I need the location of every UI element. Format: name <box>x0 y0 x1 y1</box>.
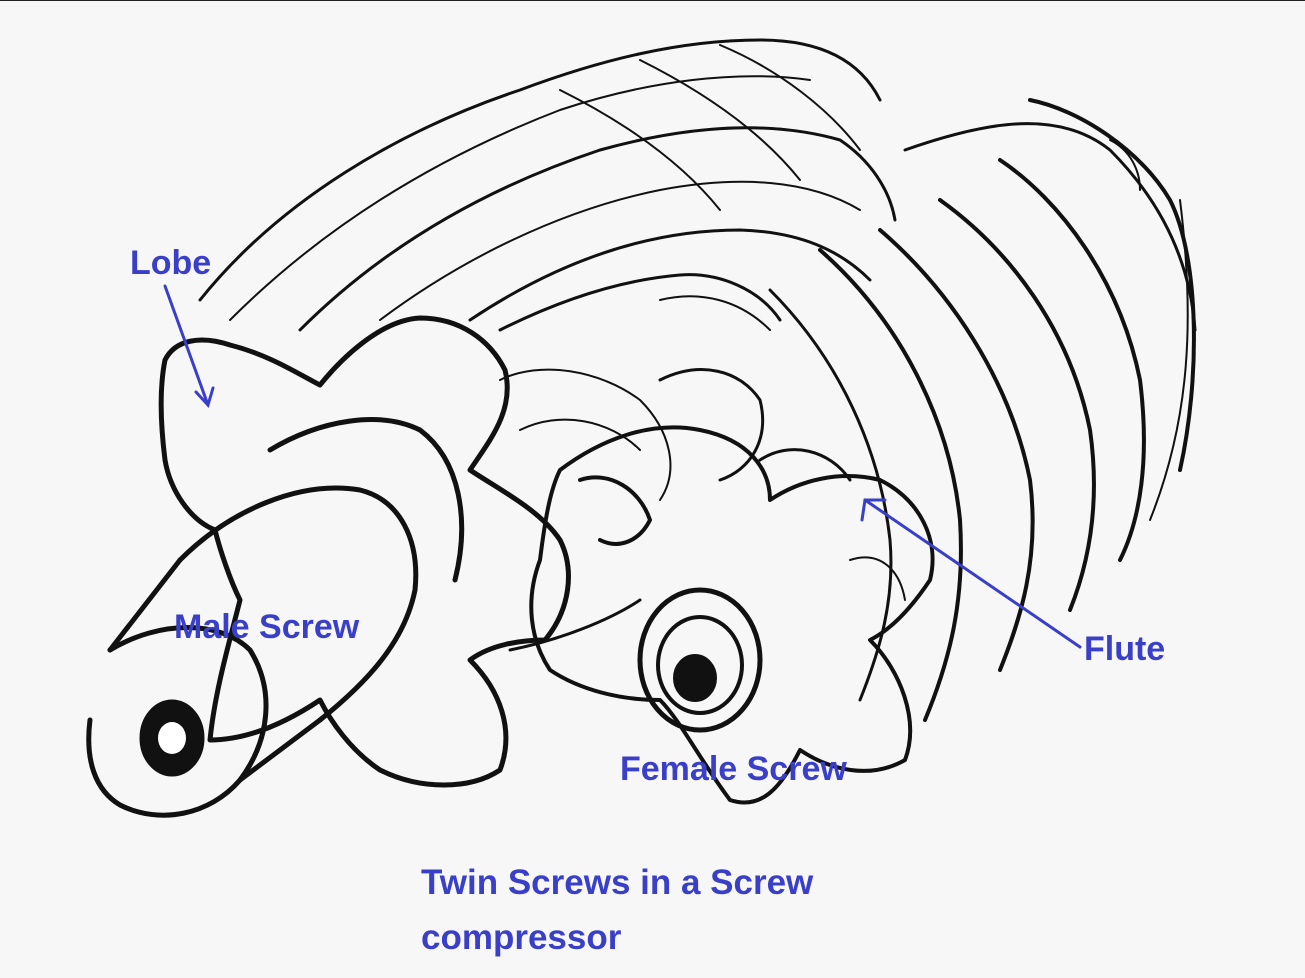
lobe-pointer-arrowhead <box>194 386 215 408</box>
female-rotor-end <box>508 425 935 805</box>
figure-caption: Twin Screws in a Screw compressor <box>421 855 881 965</box>
top-border <box>0 0 1305 1</box>
lobe-pointer-line <box>163 284 210 407</box>
flute-label: Flute <box>1084 630 1166 668</box>
male-shaft <box>86 417 465 818</box>
mesh-details <box>499 295 906 601</box>
male-screw-label: Male Screw <box>174 608 360 646</box>
female-rotor-flutes <box>768 98 1197 722</box>
flute-pointer-line <box>863 498 1082 649</box>
female-screw-label: Female Screw <box>620 750 847 788</box>
male-rotor-lobes <box>198 38 897 332</box>
lobe-label: Lobe <box>130 244 212 282</box>
flute-pointer-arrowhead <box>860 498 887 522</box>
caption-line-1: Twin Screws in a Screw <box>421 863 814 902</box>
caption-line-2: compressor <box>421 918 622 957</box>
male-rotor-end-face <box>158 315 571 788</box>
